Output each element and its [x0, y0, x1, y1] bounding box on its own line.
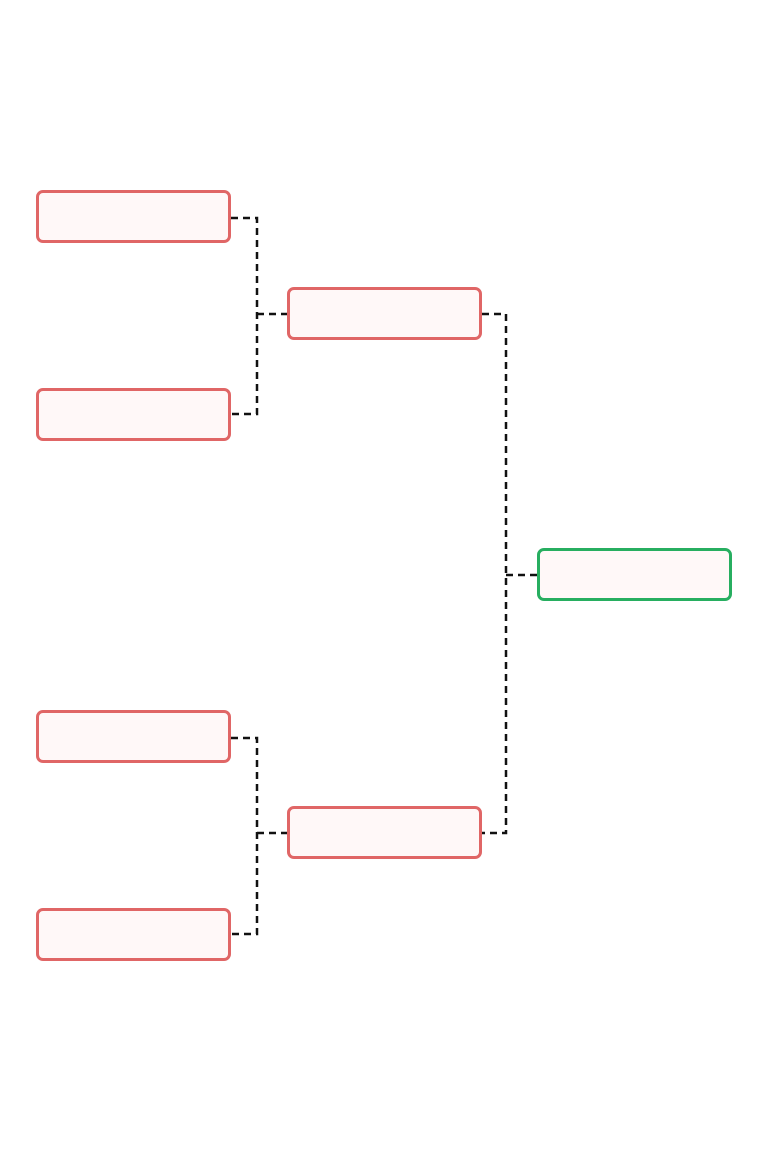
bracket-slot-r1-3[interactable]	[36, 710, 231, 763]
connector-r1-top-pair	[231, 216, 287, 416]
bracket-slot-final-winner[interactable]	[537, 548, 732, 601]
connector-r2-pair	[482, 312, 537, 835]
bracket-slot-r1-2[interactable]	[36, 388, 231, 441]
bracket-slot-r2-1[interactable]	[287, 287, 482, 340]
bracket-slot-r1-1[interactable]	[36, 190, 231, 243]
bracket-slot-r1-4[interactable]	[36, 908, 231, 961]
bracket-slot-r2-2[interactable]	[287, 806, 482, 859]
connector-r1-bottom-pair	[231, 736, 287, 936]
